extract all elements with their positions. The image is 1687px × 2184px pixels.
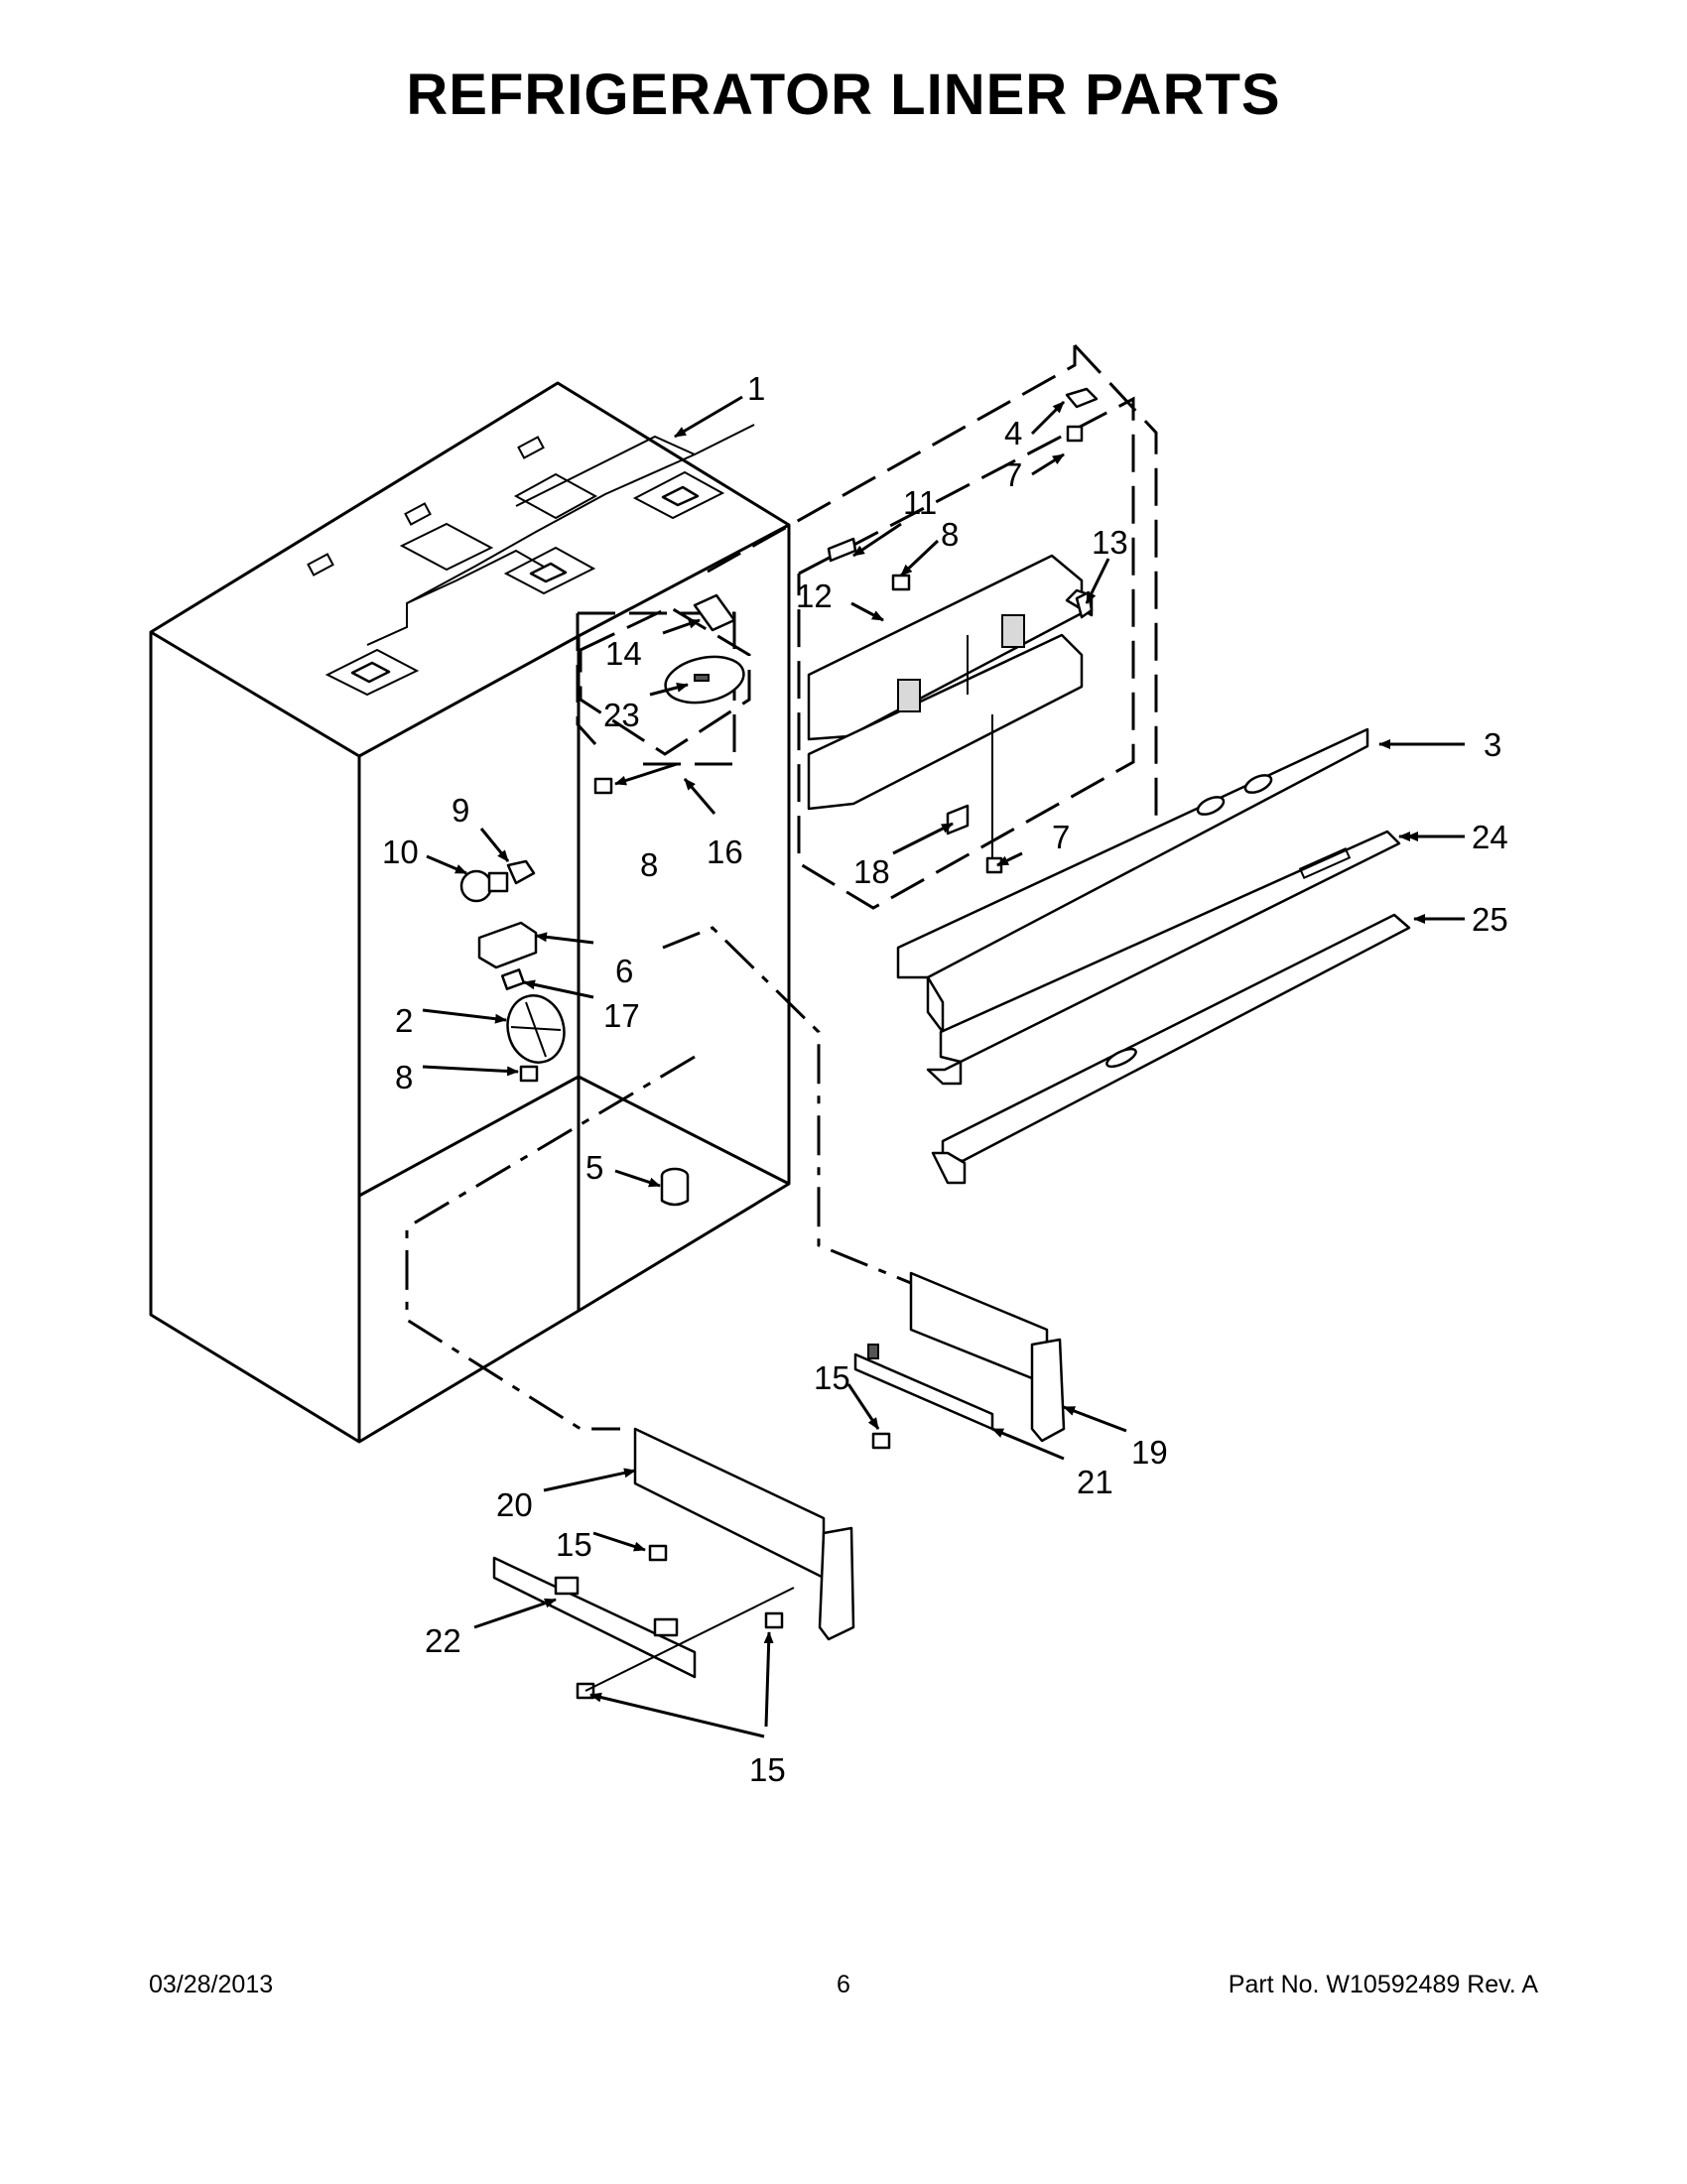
- callout-7: 7: [1004, 456, 1022, 493]
- callout-15-b: 15: [556, 1526, 592, 1563]
- callout-labels: 1 4 7 11 8 12 13 3 24 25 14 23 16 8 9 10…: [382, 370, 1508, 1788]
- callout-16: 16: [707, 834, 743, 870]
- callout-arrows: [422, 395, 1465, 1738]
- callout-9: 9: [452, 792, 469, 829]
- left-wall-parts: [459, 777, 690, 1207]
- callout-8-b: 8: [640, 846, 658, 883]
- callout-24: 24: [1472, 819, 1508, 855]
- shelf-rails: [896, 727, 1411, 1185]
- callout-18: 18: [853, 853, 890, 890]
- callout-1: 1: [747, 370, 765, 407]
- lower-drawer-front: [492, 1427, 855, 1700]
- liner-cabinet: [149, 381, 791, 1444]
- footer-page-number: 6: [837, 1971, 850, 1998]
- callout-3: 3: [1484, 726, 1501, 763]
- callout-20: 20: [496, 1486, 533, 1523]
- callout-12: 12: [796, 578, 833, 614]
- callout-4: 4: [1004, 415, 1022, 451]
- callout-13: 13: [1092, 524, 1128, 561]
- callout-7-b: 7: [1052, 819, 1070, 855]
- callout-5: 5: [585, 1149, 603, 1186]
- callout-19: 19: [1131, 1434, 1168, 1471]
- callout-10: 10: [382, 834, 419, 870]
- callout-8: 8: [941, 516, 959, 553]
- callout-11: 11: [903, 484, 937, 521]
- callout-17: 17: [603, 997, 640, 1034]
- callout-8-c: 8: [395, 1059, 413, 1095]
- air-tower-assembly: [807, 554, 1094, 863]
- page-title: REFRIGERATOR LINER PARTS: [406, 63, 1281, 127]
- callout-14: 14: [605, 635, 642, 672]
- upper-drawer-front: [853, 1271, 1066, 1450]
- callout-6: 6: [615, 953, 633, 989]
- callout-21: 21: [1077, 1464, 1113, 1500]
- callout-22: 22: [425, 1622, 461, 1659]
- footer-date: 03/28/2013: [149, 1971, 274, 1998]
- callout-25: 25: [1472, 901, 1508, 938]
- callout-2: 2: [395, 1002, 413, 1039]
- callout-15: 15: [814, 1359, 850, 1396]
- footer-part-number: Part No. W10592489 Rev. A: [1228, 1971, 1538, 1998]
- callout-23: 23: [603, 697, 640, 733]
- callout-15-c: 15: [749, 1751, 786, 1788]
